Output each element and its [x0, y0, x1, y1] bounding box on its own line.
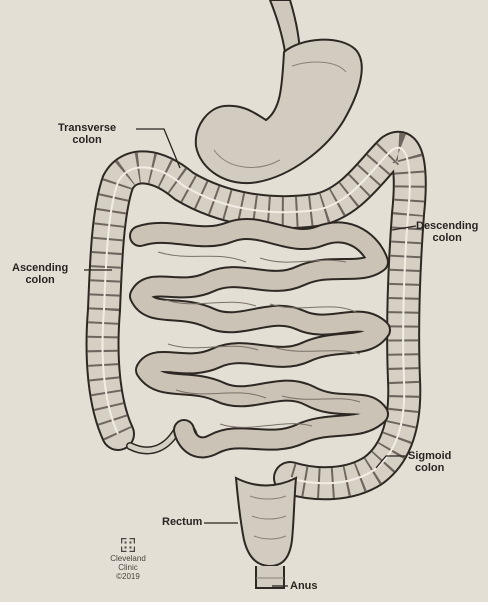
label-line: colon: [12, 274, 68, 286]
label-descending-colon: Descending colon: [416, 220, 478, 244]
label-line: Transverse: [58, 122, 116, 134]
label-line: Sigmoid: [408, 450, 451, 462]
label-sigmoid-colon: Sigmoid colon: [408, 450, 451, 474]
cleveland-clinic-icon: [121, 538, 135, 552]
small-intestine: [140, 229, 380, 447]
label-line: Descending: [416, 220, 478, 232]
anus: [256, 566, 284, 588]
logo-copyright: ©2019: [102, 572, 154, 581]
rectum: [236, 478, 296, 566]
logo-line: Cleveland: [102, 554, 154, 563]
cleveland-clinic-logo: Cleveland Clinic ©2019: [102, 538, 154, 581]
label-line: Ascending: [12, 262, 68, 274]
label-anus: Anus: [290, 580, 318, 592]
label-transverse-colon: Transverse colon: [58, 122, 116, 146]
label-line: colon: [408, 462, 451, 474]
label-line: colon: [58, 134, 116, 146]
stomach: [196, 40, 362, 184]
label-rectum: Rectum: [162, 516, 202, 528]
label-ascending-colon: Ascending colon: [12, 262, 68, 286]
label-line: colon: [416, 232, 478, 244]
logo-line: Clinic: [102, 563, 154, 572]
